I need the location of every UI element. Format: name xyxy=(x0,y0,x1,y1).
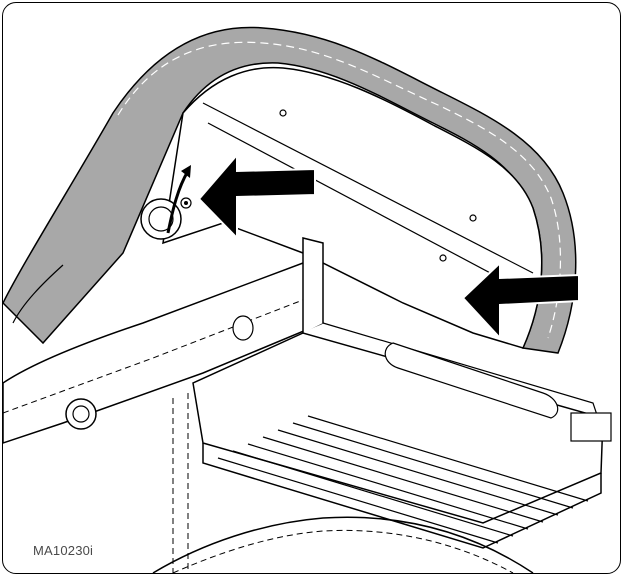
arrow-to-release-knob xyxy=(197,152,316,241)
seat-cushion xyxy=(3,26,577,354)
frame-rail xyxy=(3,262,324,444)
technical-illustration xyxy=(3,26,612,573)
seat-stitch-line xyxy=(117,41,562,339)
figure-reference-code: MA10230i xyxy=(33,543,94,558)
base-lower xyxy=(152,393,534,573)
seat-edge xyxy=(12,264,64,324)
seat-pad-gray xyxy=(3,26,577,354)
release-knob xyxy=(140,165,192,240)
arrow-to-seat-edge xyxy=(461,260,580,341)
seat-pan xyxy=(162,66,543,349)
storage-bin xyxy=(192,237,612,549)
